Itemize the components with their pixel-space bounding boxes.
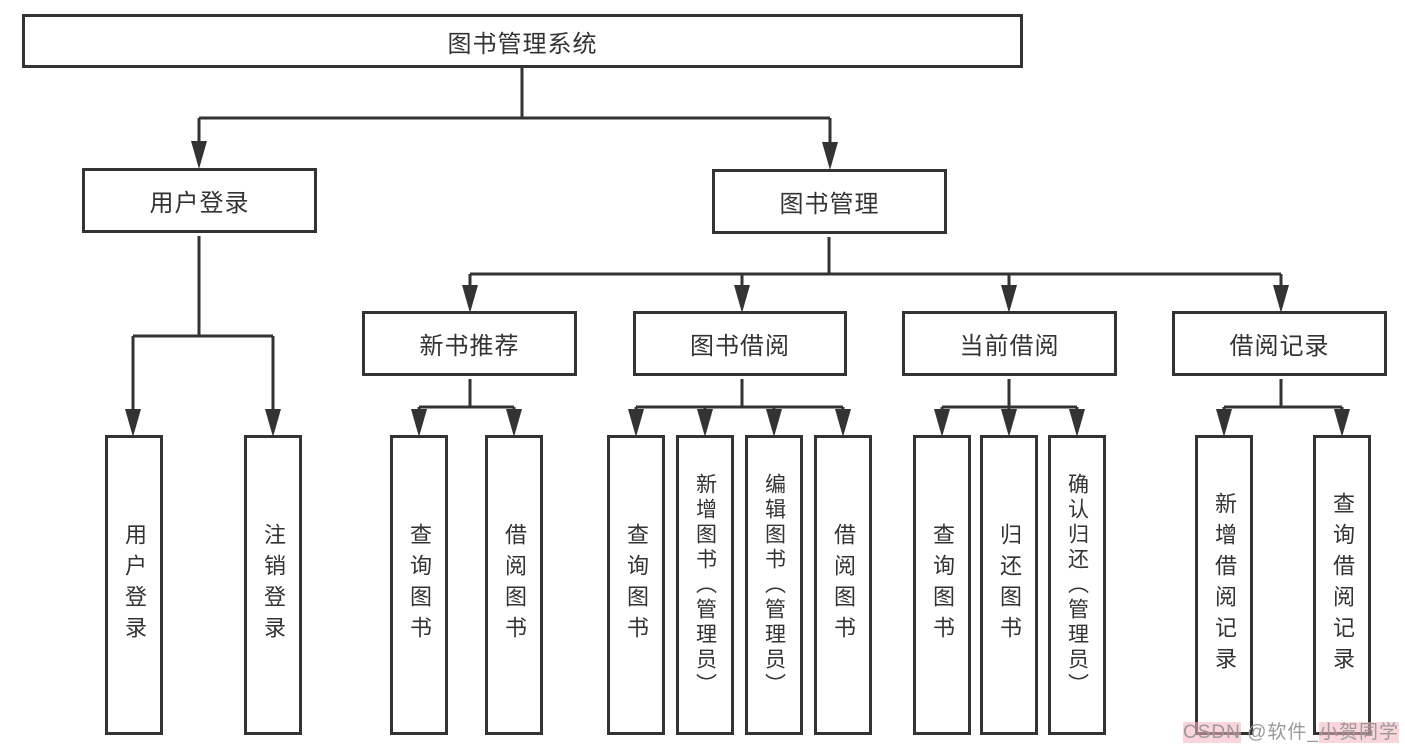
node-book-management-branch: 图书管理 — [712, 169, 947, 234]
arrowhead-icons — [125, 141, 1350, 437]
node-borrowing-records: 借阅记录 — [1172, 311, 1387, 376]
node-current-borrowing: 当前借阅 — [902, 311, 1117, 376]
leaf-recommend-query-books: 查询图书 — [390, 435, 448, 735]
leaf-user-login: 用户登录 — [105, 435, 163, 735]
node-new-book-recommend: 新书推荐 — [362, 311, 577, 376]
leaf-edit-books-admin: 编辑图书（管理员） — [745, 435, 803, 735]
leaf-add-borrow-record: 新增借阅记录 — [1195, 435, 1253, 735]
leaf-add-books-admin: 新增图书（管理员） — [676, 435, 734, 735]
watermark-brand: CSDN — [1183, 722, 1241, 743]
leaf-borrow-query-books: 查询图书 — [607, 435, 665, 735]
leaf-confirm-return-admin: 确认归还（管理员） — [1048, 435, 1106, 735]
node-user-login-branch: 用户登录 — [82, 168, 317, 233]
node-book-borrowing: 图书借阅 — [633, 311, 847, 376]
leaf-recommend-borrow-books: 借阅图书 — [485, 435, 543, 735]
leaf-logout: 注销登录 — [244, 435, 302, 735]
leaf-query-borrow-record: 查询借阅记录 — [1313, 435, 1371, 735]
watermark-username: 小贺同学 — [1318, 722, 1399, 743]
leaf-return-books: 归还图书 — [980, 435, 1038, 735]
csdn-watermark: CSDN @软件_小贺同学 — [1183, 717, 1399, 744]
leaf-borrow-books: 借阅图书 — [814, 435, 872, 735]
node-root-system: 图书管理系统 — [22, 14, 1023, 68]
leaf-current-query-books: 查询图书 — [913, 435, 971, 735]
watermark-handle: @软件_ — [1240, 722, 1319, 743]
